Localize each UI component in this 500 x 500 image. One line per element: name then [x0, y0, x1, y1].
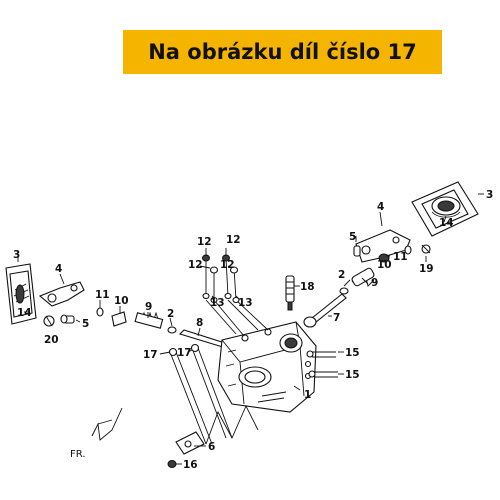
callout-9-left: 9 — [145, 301, 152, 313]
long-bolts — [306, 350, 338, 378]
callout-14-left: 14 — [17, 307, 32, 319]
callout-17-a: 17 — [143, 349, 158, 361]
callout-12-d: 12 — [220, 259, 235, 271]
callout-4-left: 4 — [55, 263, 62, 275]
callout-2-left: 2 — [167, 308, 174, 320]
bottom-bracket — [167, 431, 205, 468]
left-valve-train — [96, 307, 236, 355]
callout-13-b: 13 — [238, 297, 253, 309]
callout-4-right: 4 — [377, 201, 384, 213]
callout-12-a: 12 — [197, 236, 212, 248]
right-cover-plate — [411, 181, 479, 237]
callout-11-right: 11 — [393, 251, 408, 263]
callout-8: 8 — [196, 317, 203, 329]
callout-3-left: 3 — [13, 249, 20, 261]
left-cover-plate — [5, 263, 37, 325]
front-direction-label: FR. — [70, 449, 86, 460]
callout-10-left: 10 — [114, 295, 129, 307]
callout-17-b: 17 — [177, 347, 192, 359]
callout-5-right: 5 — [349, 231, 356, 243]
head-studs — [202, 254, 269, 337]
callout-3-right: 3 — [486, 189, 493, 201]
callout-labels: 3 4 14 5 20 11 10 9 2 8 17 17 12 12 12 1… — [13, 189, 493, 471]
callout-19: 19 — [419, 263, 434, 275]
left-rocker-arm — [38, 281, 85, 307]
left-clip — [43, 315, 55, 327]
callout-7: 7 — [333, 312, 340, 324]
right-clip — [421, 244, 431, 254]
banner-text: Na obrázku díl číslo 17 — [148, 40, 417, 64]
head-bolts — [168, 343, 259, 445]
callout-12-c: 12 — [188, 259, 203, 271]
callout-15-a: 15 — [345, 347, 360, 359]
cylinder-head — [217, 321, 317, 413]
callout-5-left: 5 — [82, 318, 89, 330]
callout-6: 6 — [208, 441, 215, 453]
front-direction-arrow — [91, 407, 123, 441]
left-rocker-shaft — [60, 314, 75, 324]
callout-1: 1 — [304, 389, 311, 401]
callout-18: 18 — [300, 281, 315, 293]
callout-13-a: 13 — [210, 297, 225, 309]
right-valve-train — [303, 267, 375, 328]
right-rocker-arm — [353, 229, 412, 263]
callout-2-right: 2 — [338, 269, 345, 281]
callout-12-b: 12 — [226, 234, 241, 246]
callout-9-right: 9 — [371, 277, 378, 289]
callout-20: 20 — [44, 334, 59, 346]
highlight-banner: Na obrázku díl číslo 17 — [123, 30, 442, 74]
callout-16: 16 — [183, 459, 198, 471]
callout-15-b: 15 — [345, 369, 360, 381]
callout-10-right: 10 — [377, 259, 392, 271]
callout-14-right: 14 — [439, 217, 454, 229]
spark-plug — [285, 275, 295, 311]
leader-lines — [17, 193, 484, 465]
callout-11-left: 11 — [95, 289, 110, 301]
